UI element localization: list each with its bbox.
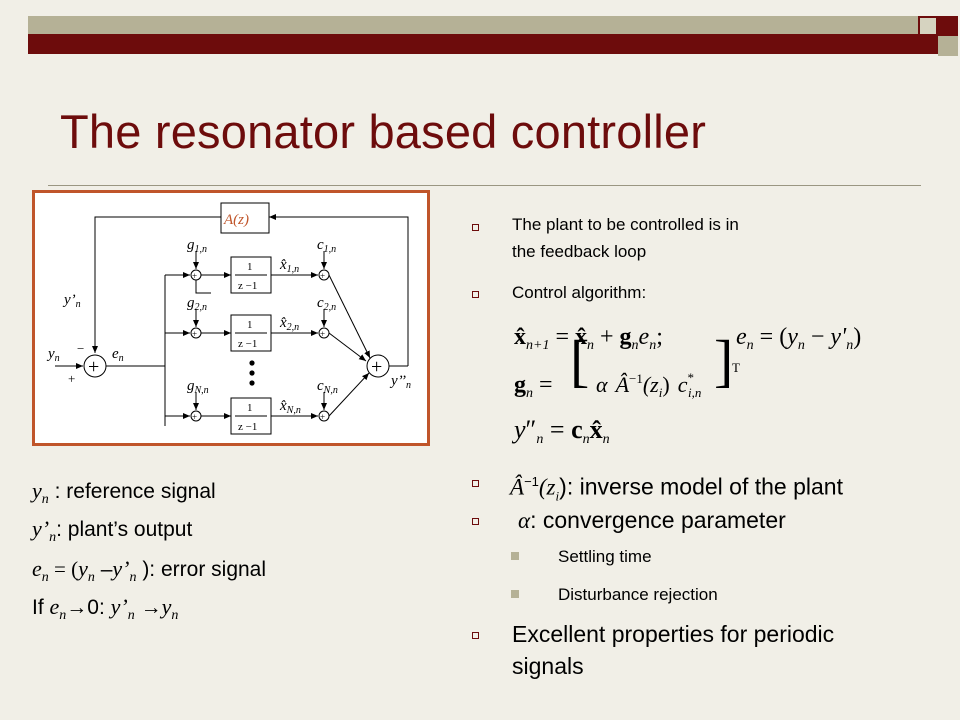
bullet-periodic-line1: Excellent properties for periodic (512, 621, 835, 647)
plant-label: A(z) (223, 212, 249, 228)
formula-line-3: y″n = cnx̂n (511, 415, 610, 447)
output-y-label: y’’n (389, 373, 411, 391)
formula-error: en = (yn − y'n) (736, 324, 861, 353)
gN-label: gN,n (187, 378, 209, 396)
feedback-y-label: y’n (62, 292, 81, 310)
mult-mark: + (192, 329, 197, 339)
left-bracket: [ (570, 328, 589, 393)
bullet-marker (472, 480, 479, 487)
bullet-inverse-model: Â−1(zi): inverse model of the plant (510, 473, 843, 504)
blockN-num: 1 (247, 402, 253, 414)
blockN-den: z −1 (238, 421, 257, 433)
x2-label: x̂2,n (279, 315, 299, 333)
diagram-svg: A(z) y’n yn en − + + + y’’n g1,n g2,n gN… (46, 202, 411, 435)
g2-label: g2,n (187, 295, 207, 313)
cN-label: cN,n (317, 378, 338, 396)
x1-label: x̂1,n (279, 257, 299, 275)
corner-square-outline (918, 16, 938, 36)
olive-stripe (28, 16, 950, 34)
definition-output: y’n: plant’s output (32, 516, 193, 546)
c1-label: c1,n (317, 237, 336, 255)
mult-mark: + (320, 412, 325, 422)
xN-label: x̂N,n (279, 398, 301, 416)
right-bracket: ] (714, 328, 733, 393)
title-rule (48, 185, 921, 186)
mult-mark: + (320, 329, 325, 339)
sum-plus-out: + (371, 356, 382, 378)
definition-error: en = (yn –y’n ): error signal (32, 556, 267, 586)
block-diagram: A(z) y’n yn en − + + + y’’n g1,n g2,n gN… (32, 190, 430, 446)
block1-den: z −1 (238, 280, 257, 292)
bullet-marker (472, 291, 479, 298)
minus-sign: − (77, 341, 84, 356)
formula-line-2: gn = (514, 372, 553, 401)
definition-reference: yn : reference signal (32, 478, 216, 508)
mult-mark: + (192, 412, 197, 422)
bullet-alpha: α: convergence parameter (518, 507, 786, 533)
transpose-mark: T (732, 360, 740, 375)
sum-plus: + (88, 356, 99, 378)
slide-title: The resonator based controller (60, 105, 707, 158)
bullet-marker (472, 518, 479, 525)
block1-num: 1 (247, 261, 253, 273)
g1-label: g1,n (187, 237, 207, 255)
bullet-marker (472, 632, 479, 639)
plus-sign: + (68, 371, 75, 386)
formula-line-1: x̂n+1 = x̂n + gnen; (514, 324, 663, 353)
sub-bullet-marker (511, 590, 519, 598)
block2-den: z −1 (238, 338, 257, 350)
reference-y-label: yn (46, 346, 60, 364)
sub-bullet-marker (511, 552, 519, 560)
corner-square-red (938, 16, 958, 36)
red-stripe (28, 34, 950, 54)
sub-bullet-disturbance: Disturbance rejection (558, 585, 718, 604)
update-equations: x̂n+1 = x̂n + gnen; en = (yn − y'n) gn =… (511, 324, 861, 447)
top-decoration-band (0, 0, 960, 56)
block2-num: 1 (247, 319, 253, 331)
mult-mark: + (320, 271, 325, 281)
bullet-plant-line2: the feedback loop (512, 242, 647, 261)
definition-convergence: If en→0: y’n →yn (32, 594, 179, 624)
corner-square-olive (938, 36, 958, 56)
error-e-label: en (112, 346, 124, 364)
bullet-plant-line1: The plant to be controlled is in (512, 215, 739, 234)
bullet-marker (472, 224, 479, 231)
bullet-periodic-line2: signals (512, 653, 584, 679)
bullet-control: Control algorithm: (512, 283, 647, 302)
c2-label: c2,n (317, 295, 336, 313)
sub-bullet-settling: Settling time (558, 547, 652, 566)
mult-mark: + (192, 271, 197, 281)
